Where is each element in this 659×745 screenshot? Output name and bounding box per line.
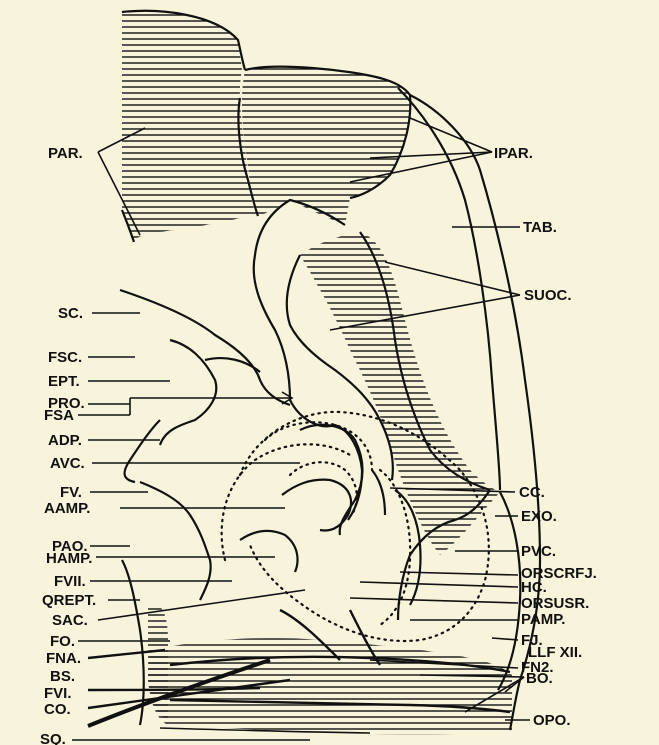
label-fo: FO. <box>50 633 75 650</box>
label-sac: SAC. <box>52 612 88 629</box>
label-suoc: SUOC. <box>524 287 572 304</box>
label-sq: SQ. <box>40 731 66 745</box>
label-adp: ADP. <box>48 432 82 449</box>
label-bo: BO. <box>526 670 553 687</box>
label-exo: EXO. <box>521 508 557 525</box>
cc-outline <box>372 470 385 515</box>
label-fv: FV. <box>60 484 82 501</box>
label-pvc: PVC. <box>521 543 556 560</box>
adp-outline <box>125 420 160 482</box>
label-fsa: FSA <box>44 407 74 424</box>
label-fna: FNA. <box>46 650 81 667</box>
anterior-outline <box>120 290 290 405</box>
label-aamp: AAMP. <box>44 500 90 517</box>
fv-outline <box>140 482 211 600</box>
posterior-canal <box>380 470 410 625</box>
label-hamp: HAMP. <box>46 550 92 567</box>
label-ipar: IPAR. <box>494 145 533 162</box>
exoccipital-lower <box>498 492 520 690</box>
label-co: CO. <box>44 701 71 718</box>
label-cc: CC. <box>519 484 545 501</box>
aamp-outline <box>282 480 351 531</box>
label-tab: TAB. <box>523 219 557 236</box>
label-ept: EPT. <box>48 373 80 390</box>
parietal-bone <box>122 11 255 242</box>
label-sc: SC. <box>58 305 83 322</box>
horizontal-canal <box>222 444 350 560</box>
label-hc: HC. <box>521 579 547 596</box>
fsc-outline <box>160 340 216 445</box>
label-orsusr: ORSUSR. <box>521 595 589 612</box>
label-fvi: FVI. <box>44 685 72 702</box>
label-avc: AVC. <box>50 455 85 472</box>
basioccipital-region <box>148 638 512 734</box>
label-fsc: FSC. <box>48 349 82 366</box>
label-par: PAR. <box>48 145 83 162</box>
label-bs: BS. <box>50 668 75 685</box>
interparietal-bone <box>238 67 410 225</box>
label-qrept: QREPT. <box>42 592 96 609</box>
label-pamp: PAMP. <box>521 611 565 628</box>
label-fvii: FVII. <box>54 573 86 590</box>
hamp-outline <box>240 531 298 572</box>
label-opo: OPO. <box>533 712 571 729</box>
supraoccipital-bone <box>300 232 500 555</box>
